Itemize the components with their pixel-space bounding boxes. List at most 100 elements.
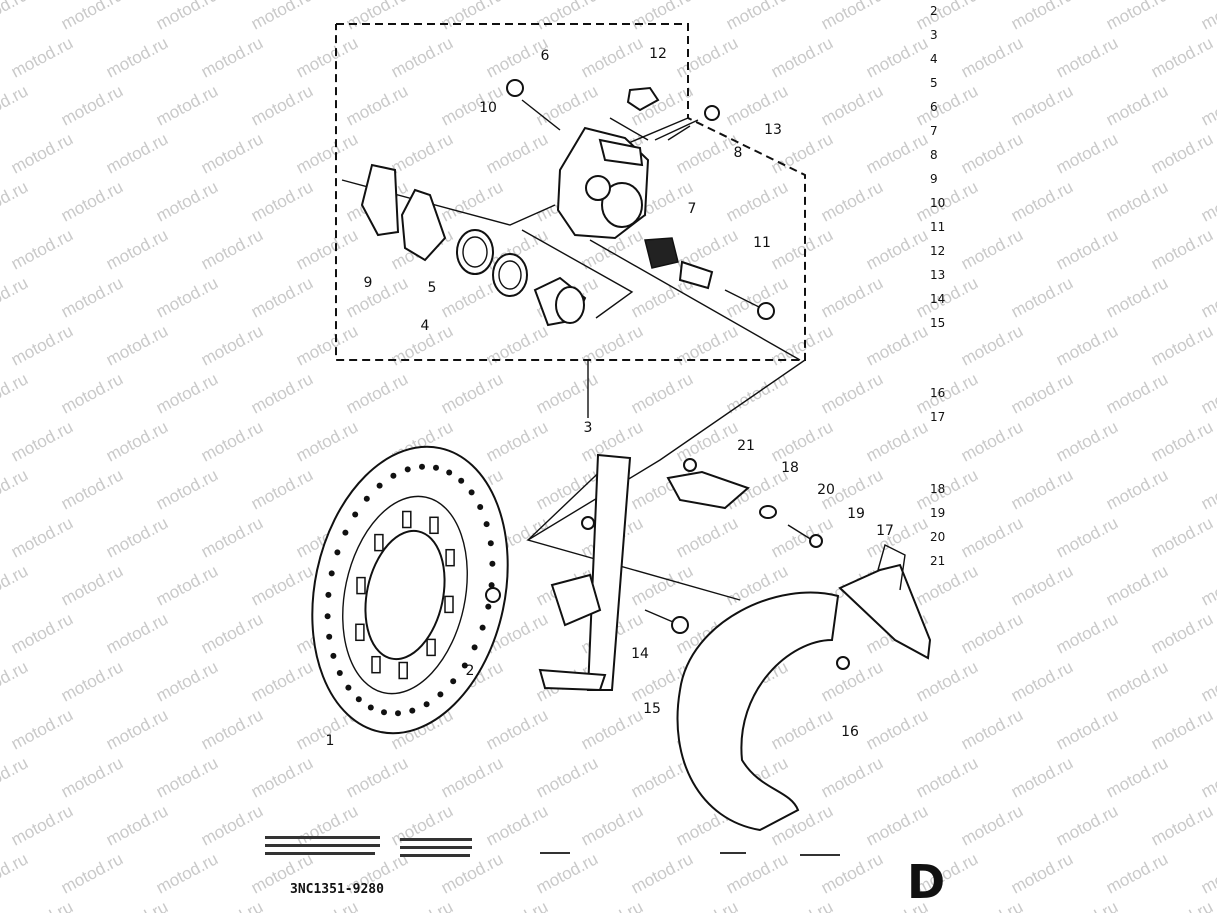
watermark-text: motod.ru [818,0,886,34]
callout-10: 10 [479,100,497,116]
watermark-text: motod.ru [913,273,981,321]
leader-lines [341,99,806,601]
callout-9: 9 [364,275,373,291]
disc-hole [390,472,397,479]
watermark-text: motod.ru [958,321,1026,369]
watermark-text: motod.ru [1008,465,1076,513]
watermark-text: motod.ru [818,753,886,801]
ref-item-12: 12 [930,244,945,258]
watermark-text: motod.ru [293,897,361,913]
watermark-text: motod.ru [58,177,126,225]
callout-8: 8 [734,145,743,161]
disc-hole [367,704,374,711]
disc-hole [330,652,337,659]
watermark-text: motod.ru [483,417,551,465]
watermark-text: motod.ru [58,657,126,705]
watermark-text: motod.ru [1053,417,1121,465]
watermark-text: motod.ru [958,33,1026,81]
watermark-text: motod.ru [913,657,981,705]
watermark-text: motod.ru [533,0,601,34]
disc-hole [423,701,430,708]
watermark-text: motod.ru [8,417,76,465]
watermark-text: motod.ru [58,753,126,801]
watermark-text: motod.ru [578,801,646,849]
ref-item-20: 20 [930,530,945,544]
watermark-text: motod.ru [1148,897,1216,913]
disc-hole [342,529,349,536]
ref-item-4: 4 [930,52,938,66]
watermark-text: motod.ru [153,561,221,609]
section-letter: D [907,855,945,909]
watermark-text: motod.ru [1008,753,1076,801]
watermark-text: motod.ru [103,225,171,273]
watermark-text: motod.ru [293,321,361,369]
disc-hole [483,521,490,528]
watermark-text: motod.ru [768,897,836,913]
watermark-text: motod.ru [293,417,361,465]
watermark-text: motod.ru [958,225,1026,273]
watermark-text: motod.ru [863,321,931,369]
caliper-frame [335,23,806,361]
watermark-text: motod.ru [1198,0,1217,34]
watermark-text: motod.ru [58,561,126,609]
watermark-text: motod.ru [1103,465,1171,513]
watermark-text: motod.ru [0,81,31,129]
watermark-text: motod.ru [578,705,646,753]
guard-bracket [838,543,932,660]
watermark-text: motod.ru [153,849,221,897]
ref-item-9: 9 [930,172,938,186]
watermark-text: motod.ru [388,897,456,913]
watermark-text: motod.ru [1103,561,1171,609]
disc-hole [485,603,492,610]
watermark-text: motod.ru [438,0,506,34]
watermark-text: motod.ru [8,513,76,561]
fork-leg [538,453,632,692]
disc-hole [334,549,341,556]
watermark-text: motod.ru [293,225,361,273]
watermark-text: motod.ru [1103,177,1171,225]
watermark-text: motod.ru [818,657,886,705]
watermark-text: motod.ru [103,321,171,369]
watermark-text: motod.ru [1148,33,1216,81]
disc-hole [450,678,457,685]
watermark-text: motod.ru [198,897,266,913]
disc-hole [446,469,453,476]
watermark-text: motod.ru [0,849,31,897]
disc-hole [328,570,335,577]
watermark-text: motod.ru [153,657,221,705]
watermark-text: motod.ru [1053,513,1121,561]
disc-hole [355,696,362,703]
watermark-text: motod.ru [58,273,126,321]
watermark-text: motod.ru [8,801,76,849]
watermark-text: motod.ru [1008,81,1076,129]
disc-hole [419,463,425,470]
disc-hole [468,489,475,496]
watermark-text: motod.ru [863,33,931,81]
watermark-text: motod.ru [198,321,266,369]
watermark-text: motod.ru [533,465,601,513]
disc-slot [374,533,384,552]
watermark-text: motod.ru [58,0,126,34]
watermark-text: motod.ru [1053,609,1121,657]
watermark-text: motod.ru [248,177,316,225]
disc-slot [426,638,436,657]
watermark-text: motod.ru [1103,657,1171,705]
watermark-text: motod.ru [1053,705,1121,753]
disc-slot [402,510,412,529]
disc-hole [489,560,496,567]
watermark-text: motod.ru [863,417,931,465]
watermark-text: motod.ru [958,897,1026,913]
watermark-text: motod.ru [103,609,171,657]
watermark-text: motod.ru [8,225,76,273]
watermark-text: motod.ru [153,369,221,417]
ref-item-3: 3 [930,28,938,42]
callout-5: 5 [428,280,437,296]
watermark-text: motod.ru [818,849,886,897]
watermark-text: motod.ru [818,369,886,417]
watermark-text: motod.ru [1053,129,1121,177]
watermark-text: motod.ru [913,561,981,609]
watermark-text: motod.ru [1008,0,1076,34]
watermark-text: motod.ru [343,273,411,321]
watermark-text: motod.ru [153,0,221,34]
